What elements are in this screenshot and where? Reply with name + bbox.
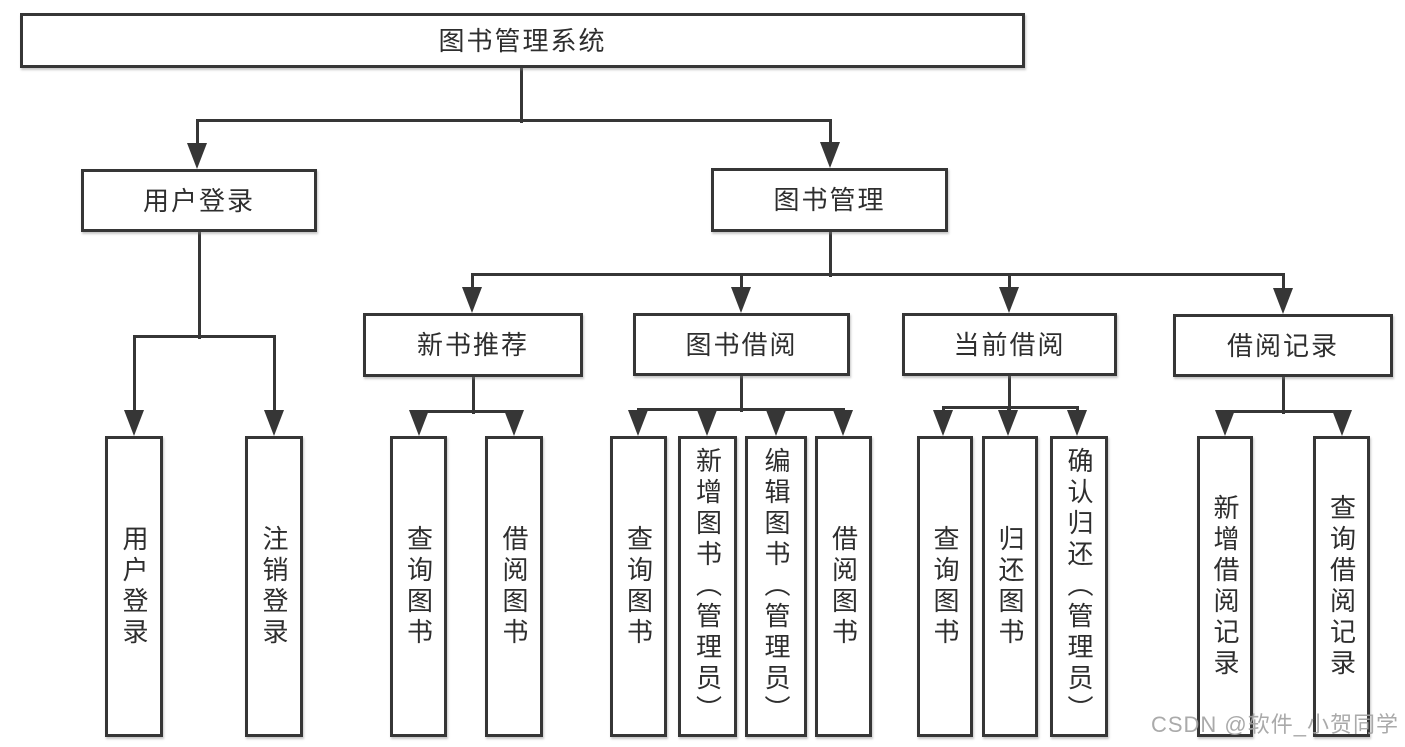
node-label-add-books-admin: 新增图书（管理员） [692, 447, 723, 726]
node-confirm-return-admin: 确认归还（管理员） [1050, 436, 1108, 737]
connector-arrow-stem [132, 336, 136, 411]
node-search-books-2: 查询图书 [610, 436, 667, 737]
node-label-return-books: 归还图书 [995, 524, 1025, 649]
arrow-down-icon [628, 410, 648, 436]
node-search-books-1: 查询图书 [390, 436, 447, 737]
connector-arrow-stem [1281, 274, 1285, 289]
arrow-down-icon [462, 287, 482, 313]
arrow-down-icon [1273, 288, 1293, 314]
node-label-borrow-books-1: 借阅图书 [499, 524, 529, 649]
connector-drop-line [1007, 376, 1011, 410]
node-label-search-books-3: 查询图书 [930, 524, 960, 649]
node-label-book-management: 图书管理 [773, 185, 886, 215]
node-label-add-borrow-record: 新增借阅记录 [1210, 493, 1240, 680]
node-label-system-root: 图书管理系统 [438, 25, 607, 56]
connector-bar-line [941, 405, 1079, 409]
connector-bar-line [1223, 409, 1344, 413]
arrow-down-icon [731, 287, 751, 313]
arrow-down-icon [1067, 410, 1087, 436]
node-label-borrowing-records: 借阅记录 [1226, 330, 1339, 361]
connector-bar-line [195, 118, 832, 122]
node-label-book-borrowing: 图书借阅 [685, 329, 798, 360]
node-label-edit-books-admin: 编辑图书（管理员） [761, 447, 791, 726]
connector-bar-line [470, 272, 1285, 276]
node-return-books: 归还图书 [982, 436, 1038, 737]
connector-drop-line [519, 68, 523, 123]
node-label-borrow-books-2: 借阅图书 [828, 524, 859, 649]
arrow-down-icon [409, 410, 429, 436]
node-borrowing-records: 借阅记录 [1173, 314, 1393, 377]
node-label-user-login-fn: 用户登录 [119, 524, 149, 649]
connector-arrow-stem [1006, 407, 1010, 411]
connector-arrow-stem [272, 336, 276, 411]
node-borrow-books-2: 借阅图书 [815, 436, 872, 737]
connector-arrow-stem [828, 120, 832, 143]
arrow-down-icon [833, 410, 853, 436]
arrow-down-icon [933, 410, 953, 436]
connector-bar-line [417, 409, 516, 413]
node-edit-books-admin: 编辑图书（管理员） [745, 436, 807, 737]
arrow-down-icon [264, 410, 284, 436]
node-borrow-books-1: 借阅图书 [485, 436, 543, 737]
node-label-confirm-return-admin: 确认归还（管理员） [1064, 447, 1094, 726]
node-search-books-3: 查询图书 [917, 436, 973, 737]
arrow-down-icon [998, 410, 1018, 436]
node-search-borrow-record: 查询借阅记录 [1313, 436, 1370, 737]
connector-drop-line [197, 232, 201, 339]
node-new-book-recommend: 新书推荐 [363, 313, 583, 377]
node-add-borrow-record: 新增借阅记录 [1197, 436, 1253, 737]
connector-drop-line [1281, 377, 1285, 414]
node-label-search-books-2: 查询图书 [623, 524, 654, 649]
node-system-root: 图书管理系统 [20, 13, 1025, 68]
connector-bar-line [636, 407, 845, 411]
node-label-user-login: 用户登录 [142, 185, 255, 216]
node-label-search-books-1: 查询图书 [403, 524, 434, 649]
arrow-down-icon [504, 410, 524, 436]
node-user-login: 用户登录 [81, 169, 317, 232]
connector-arrow-stem [739, 274, 743, 288]
connector-arrow-stem [941, 407, 945, 411]
node-user-login-fn: 用户登录 [105, 436, 163, 737]
arrow-down-icon [1215, 410, 1235, 436]
connector-arrow-stem [1007, 274, 1011, 288]
arrow-down-icon [187, 143, 207, 169]
arrow-down-icon [124, 410, 144, 436]
connector-drop-line [739, 376, 743, 412]
connector-arrow-stem [1075, 407, 1079, 411]
connector-arrow-stem [195, 120, 199, 144]
connector-drop-line [471, 377, 475, 414]
node-book-borrowing: 图书借阅 [633, 313, 850, 376]
node-add-books-admin: 新增图书（管理员） [678, 436, 737, 737]
arrow-down-icon [999, 287, 1019, 313]
node-book-management: 图书管理 [711, 168, 948, 232]
arrow-down-icon [1332, 410, 1352, 436]
node-label-logout-fn: 注销登录 [259, 524, 289, 649]
node-label-search-borrow-record: 查询借阅记录 [1326, 493, 1357, 680]
node-label-current-borrowing: 当前借阅 [953, 329, 1066, 360]
arrow-down-icon [820, 142, 840, 168]
arrow-down-icon [697, 410, 717, 436]
connector-arrow-stem [470, 274, 474, 288]
node-logout-fn: 注销登录 [245, 436, 303, 737]
connector-bar-line [132, 334, 276, 338]
connector-drop-line [828, 232, 832, 277]
node-label-new-book-recommend: 新书推荐 [416, 330, 529, 360]
node-current-borrowing: 当前借阅 [902, 313, 1117, 376]
arrow-down-icon [766, 410, 786, 436]
